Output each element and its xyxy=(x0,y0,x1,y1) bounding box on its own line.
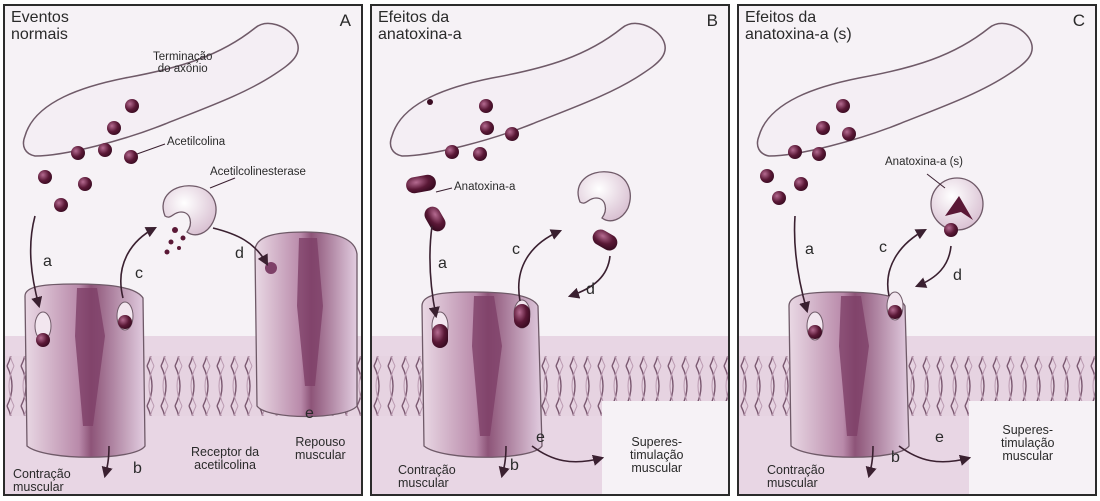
step-b: b xyxy=(891,450,900,467)
step-e: e xyxy=(536,430,545,447)
blocked-acetylcholinesterase xyxy=(931,178,983,237)
anatoxin-a-s-illustration xyxy=(739,6,1095,494)
acetylcholine-receptor xyxy=(422,292,542,457)
contraction-label: Contração muscular xyxy=(398,464,456,490)
receptor-label: Receptor da acetilcolina xyxy=(191,446,259,472)
acetylcholinesterase-enzyme xyxy=(578,172,630,221)
step-a: a xyxy=(805,242,814,259)
step-d: d xyxy=(953,268,962,285)
overstimulation-label: Superes- timulação muscular xyxy=(630,436,684,475)
panel-normal-events: Eventos normais A Terminação do axônio A… xyxy=(3,4,363,496)
acetylcholine-receptor xyxy=(25,284,145,457)
acetylcholine-receptor xyxy=(789,292,909,457)
anatoxin-a-label: Anatoxina-a xyxy=(454,181,515,193)
step-a: a xyxy=(438,256,447,273)
step-e: e xyxy=(305,406,314,423)
step-d: d xyxy=(586,282,595,299)
step-d: d xyxy=(235,246,244,263)
panel-anatoxin-a-effects: Efeitos da anatoxina-a B Anatoxina-a a c… xyxy=(370,4,730,496)
step-b: b xyxy=(510,458,519,475)
step-c: c xyxy=(879,240,887,257)
contraction-label: Contração muscular xyxy=(767,464,825,490)
acetylcholinesterase-label: Acetilcolinesterase xyxy=(210,166,306,178)
anatoxin-a-illustration xyxy=(372,6,728,494)
panel-title: Efeitos da anatoxina-a xyxy=(378,10,462,44)
panel-title: Eventos normais xyxy=(11,10,69,44)
panel-letter: B xyxy=(707,12,718,30)
step-c: c xyxy=(512,242,520,259)
axon-terminal-label: Terminação do axônio xyxy=(153,51,212,75)
step-a: a xyxy=(43,254,52,271)
step-e: e xyxy=(935,430,944,447)
acetylcholinesterase-enzyme xyxy=(163,186,216,255)
panel-anatoxin-a-s-effects: Efeitos da anatoxina-a (s) C Anatoxina-a… xyxy=(737,4,1097,496)
panel-title: Efeitos da anatoxina-a (s) xyxy=(745,10,852,44)
step-c: c xyxy=(135,266,143,283)
resting-receptor xyxy=(255,232,357,417)
panel-letter: C xyxy=(1073,12,1085,30)
acetylcholine-label: Acetilcolina xyxy=(167,136,225,148)
rest-label: Repouso muscular xyxy=(295,436,346,462)
panel-letter: A xyxy=(340,12,351,30)
step-b: b xyxy=(133,461,142,478)
anatoxin-a-s-label: Anatoxina-a (s) xyxy=(885,156,963,168)
overstimulation-label: Superes- timulação muscular xyxy=(1001,424,1055,463)
contraction-label: Contração muscular xyxy=(13,468,71,494)
